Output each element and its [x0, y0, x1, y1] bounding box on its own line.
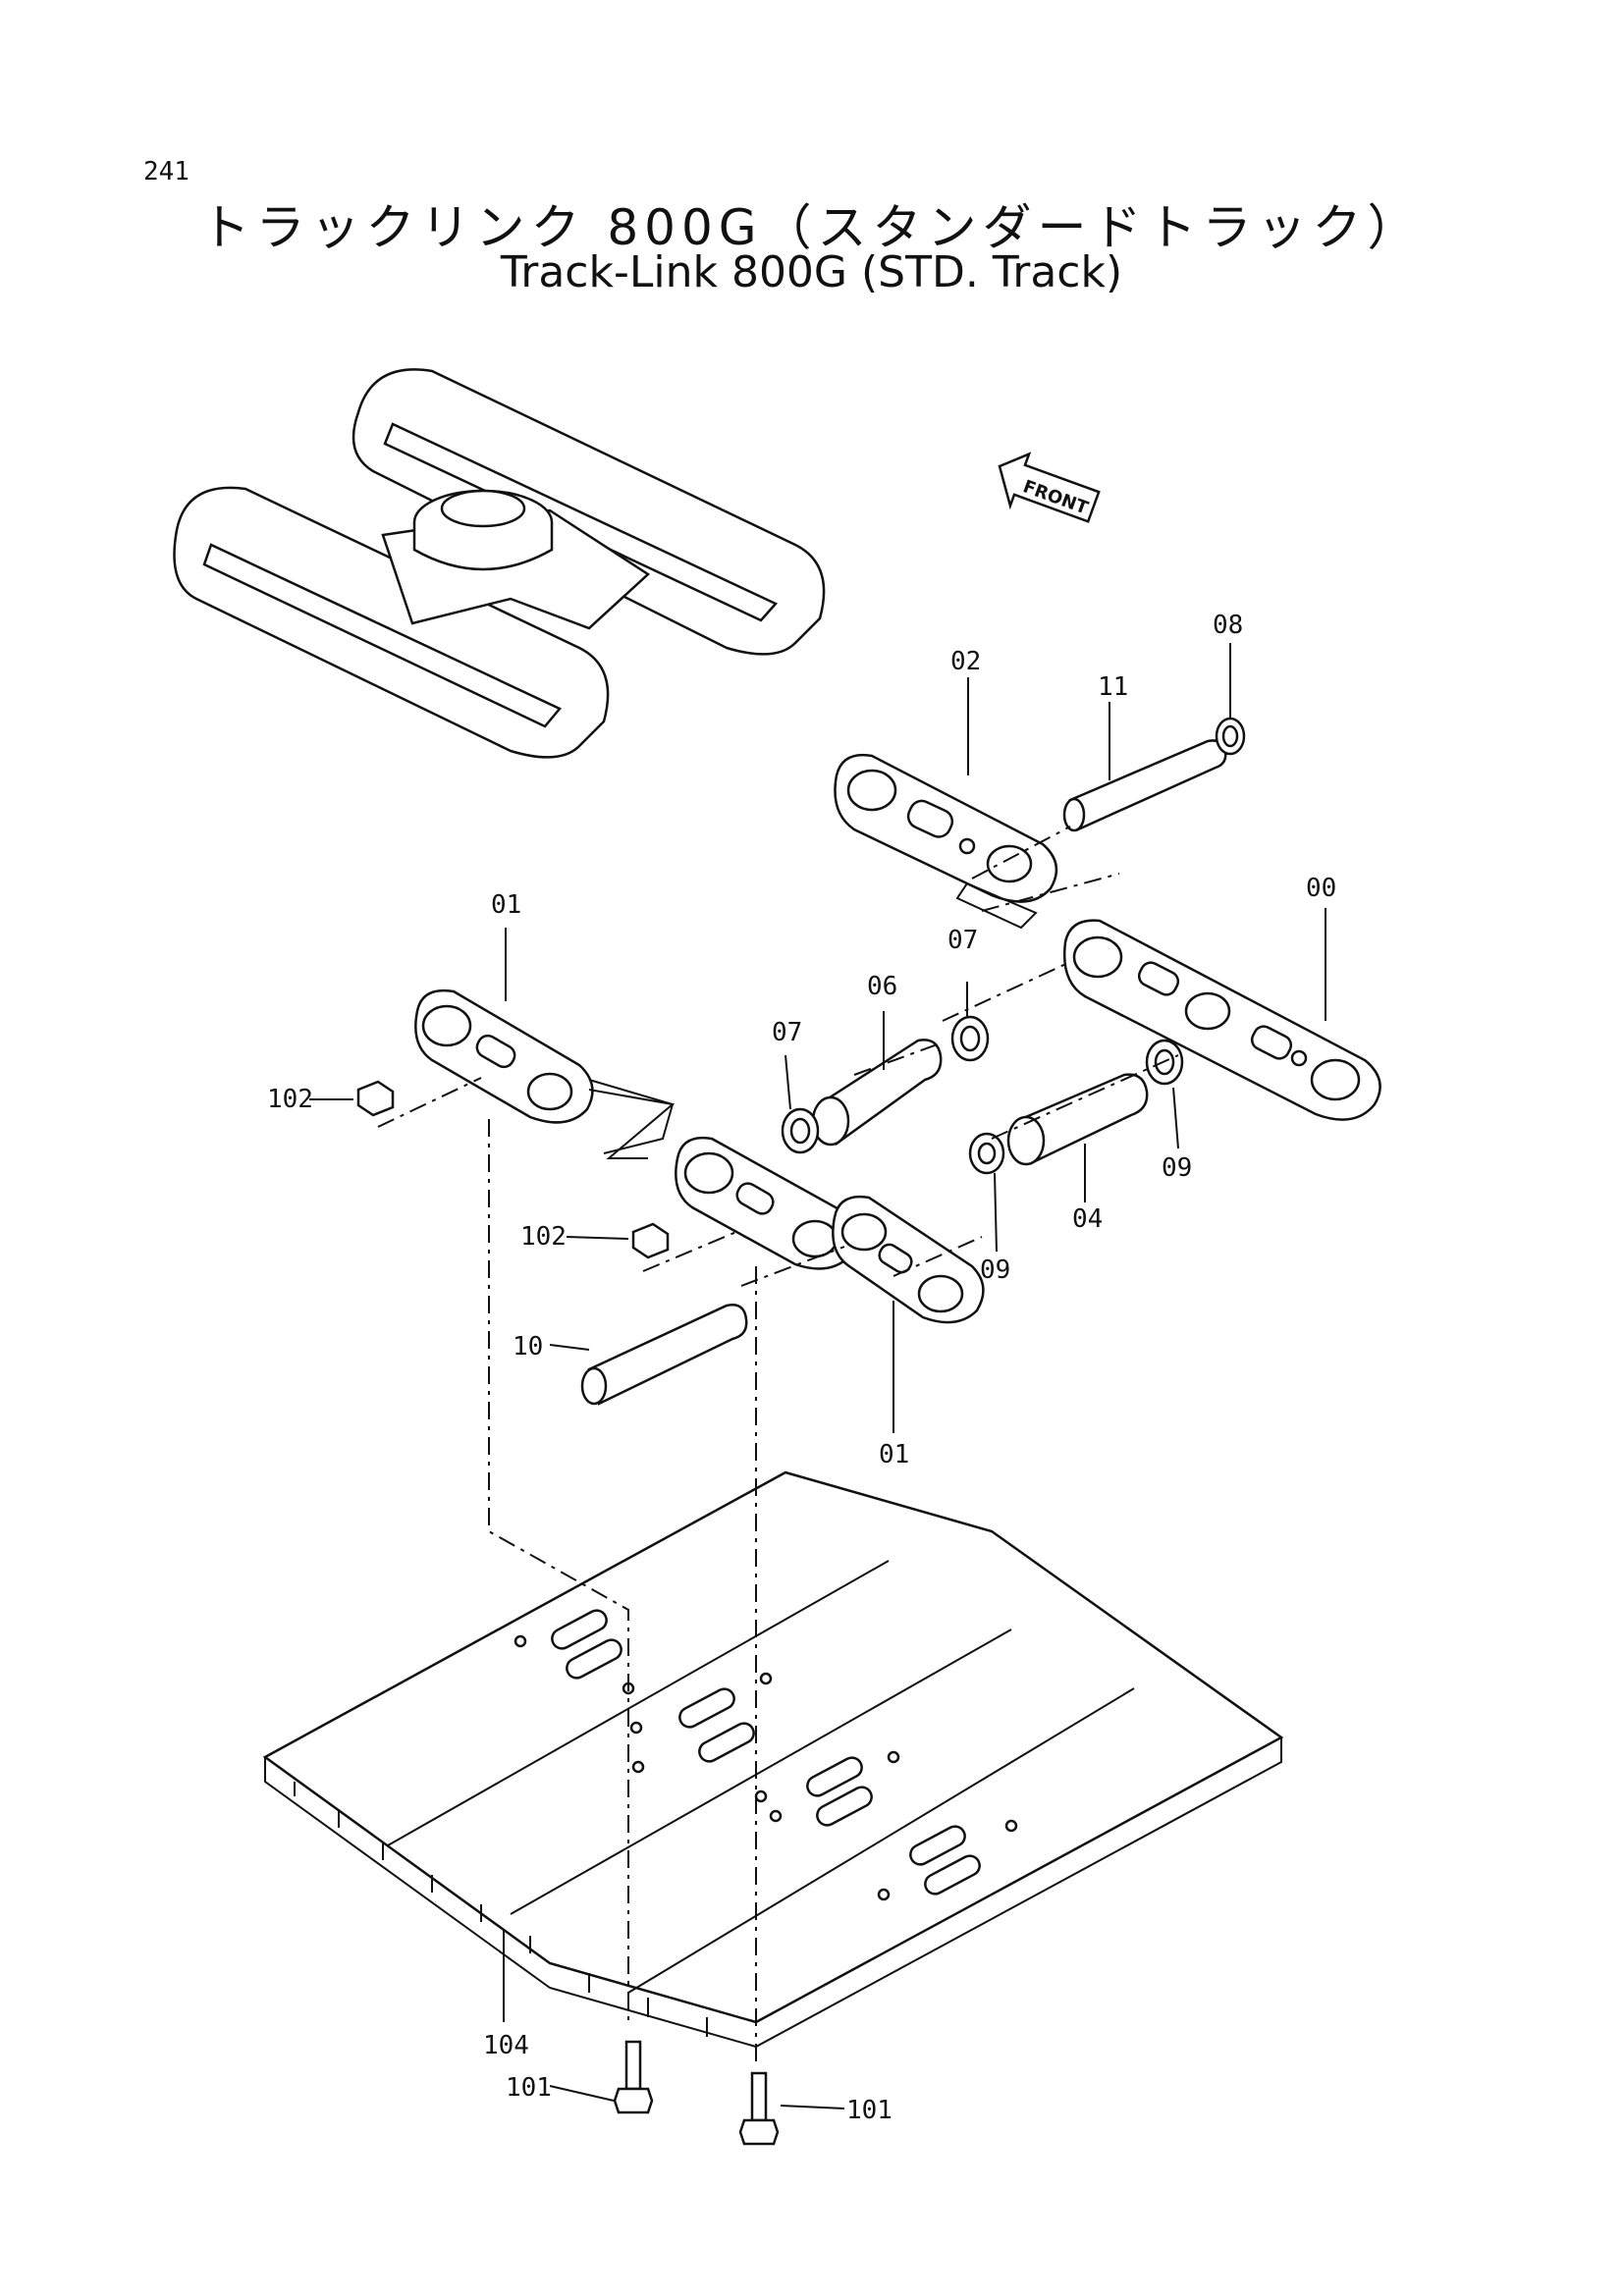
callout-02: 02 [950, 647, 981, 676]
part-nut-102-upper [356, 1080, 395, 1117]
callout-102-lower: 102 [520, 1222, 567, 1252]
title-japanese: トラックリンク 800G（スタンダードトラック） [200, 199, 1423, 256]
part-bushing-04 [1006, 1073, 1149, 1166]
callout-06: 06 [867, 972, 897, 1001]
callout-labels: 08 02 11 00 01 07 06 07 09 04 09 102 102… [267, 611, 1336, 2125]
undercarriage-overview-illustration [173, 368, 826, 759]
part-pin-11 [1062, 739, 1227, 832]
callout-101-right: 101 [846, 2096, 893, 2125]
part-link-02 [834, 753, 1058, 930]
part-seal-07-upper [950, 1015, 990, 1062]
callout-10: 10 [513, 1332, 543, 1362]
callout-09-middle: 09 [980, 1255, 1010, 1285]
leader-lines [309, 643, 1326, 2109]
callout-07-upper: 07 [947, 926, 978, 955]
callout-101-left: 101 [506, 2073, 552, 2103]
title-english: Track-Link 800G (STD. Track) [500, 247, 1123, 297]
part-seal-07-lower [781, 1107, 820, 1154]
page-number: 241 [143, 157, 189, 187]
part-link-00 [1063, 919, 1381, 1121]
assembly-lines [377, 826, 1179, 2061]
callout-102-upper: 102 [267, 1085, 313, 1114]
callout-07-lower: 07 [772, 1018, 802, 1047]
part-pin-10 [580, 1304, 748, 1406]
callout-09-right: 09 [1162, 1153, 1192, 1183]
part-bolt-101-right [738, 2071, 780, 2146]
callout-00: 00 [1306, 874, 1336, 903]
part-seal-09-middle [968, 1132, 1005, 1175]
part-bolt-101-left [613, 2040, 654, 2114]
part-track-shoes-104 [262, 1470, 1284, 2049]
callout-11: 11 [1098, 672, 1128, 702]
part-seal-09-right [1145, 1039, 1184, 1086]
front-direction-arrow: FRONT [998, 452, 1101, 523]
callout-01-lower: 01 [879, 1440, 909, 1469]
part-snap-ring-08 [1215, 717, 1246, 756]
callout-104: 104 [483, 2031, 529, 2060]
callout-08: 08 [1213, 611, 1243, 640]
part-link-01-center [675, 1136, 985, 1324]
part-bushing-06 [811, 1039, 943, 1147]
callout-04: 04 [1072, 1204, 1103, 1234]
callout-01-upper: 01 [491, 890, 521, 920]
part-link-01-left [414, 988, 675, 1154]
part-nut-102-lower [631, 1222, 670, 1259]
